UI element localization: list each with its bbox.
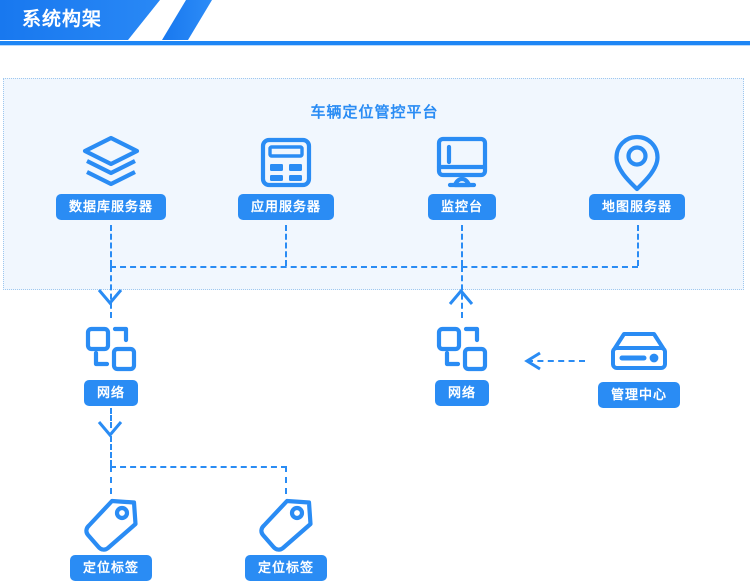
header-banner-shape (0, 0, 160, 40)
arrow-down-to-tags (96, 420, 124, 438)
map-pin-icon (567, 132, 707, 194)
header-rule-thin (0, 45, 750, 46)
node-management-center[interactable]: 管理中心 (569, 320, 709, 408)
node-label: 应用服务器 (237, 194, 334, 220)
connector-monitor-to-bus (461, 225, 463, 266)
tag-icon (41, 493, 181, 555)
arrow-left-to-network-right (524, 351, 542, 371)
node-label: 监控台 (427, 194, 496, 220)
node-label: 数据库服务器 (55, 194, 166, 220)
page-header: 系统构架 (0, 0, 750, 48)
database-stack-icon (41, 132, 181, 194)
connector-network-left-down (110, 408, 112, 428)
platform-title: 车辆定位管控平台 (310, 104, 439, 121)
node-network-left[interactable]: 网络 (41, 318, 181, 406)
node-monitor-console[interactable]: 监控台 (392, 132, 532, 220)
connector-branch-to-tag-left (110, 466, 112, 494)
connector-map-to-bus (637, 225, 639, 266)
network-topology-icon (41, 318, 181, 380)
connector-tag-branch-stem (110, 436, 112, 466)
connector-bus-to-network-left (110, 266, 112, 318)
network-topology-icon (392, 318, 532, 380)
arrow-up-to-bus (447, 288, 475, 306)
connector-mgmt-to-network-right (527, 360, 585, 362)
connector-platform-bus (110, 266, 638, 268)
node-application-server[interactable]: 应用服务器 (216, 132, 356, 220)
monitor-icon (392, 132, 532, 194)
node-label: 地图服务器 (588, 194, 685, 220)
node-network-right[interactable]: 网络 (392, 318, 532, 406)
connector-branch-to-tag-right (285, 466, 287, 494)
node-label: 网络 (83, 380, 138, 406)
node-locator-tag-right[interactable]: 定位标签 (216, 493, 356, 581)
node-label: 定位标签 (69, 555, 152, 581)
application-server-icon (216, 132, 356, 194)
node-map-server[interactable]: 地图服务器 (567, 132, 707, 220)
connector-app-to-bus (285, 225, 287, 266)
connector-tag-branch-bus (110, 466, 287, 468)
platform-panel: 车辆定位管控平台 (3, 78, 744, 290)
node-label: 定位标签 (244, 555, 327, 581)
connector-db-to-bus (110, 225, 112, 266)
node-database-server[interactable]: 数据库服务器 (41, 132, 181, 220)
arrow-down-to-network-left (96, 288, 124, 306)
node-locator-tag-left[interactable]: 定位标签 (41, 493, 181, 581)
server-rack-icon (569, 320, 709, 382)
header-rule (0, 41, 750, 45)
page-title: 系统构架 (22, 9, 103, 30)
node-label: 网络 (434, 380, 489, 406)
tag-icon (216, 493, 356, 555)
header-accent-slash (162, 0, 212, 40)
node-label: 管理中心 (597, 382, 680, 408)
